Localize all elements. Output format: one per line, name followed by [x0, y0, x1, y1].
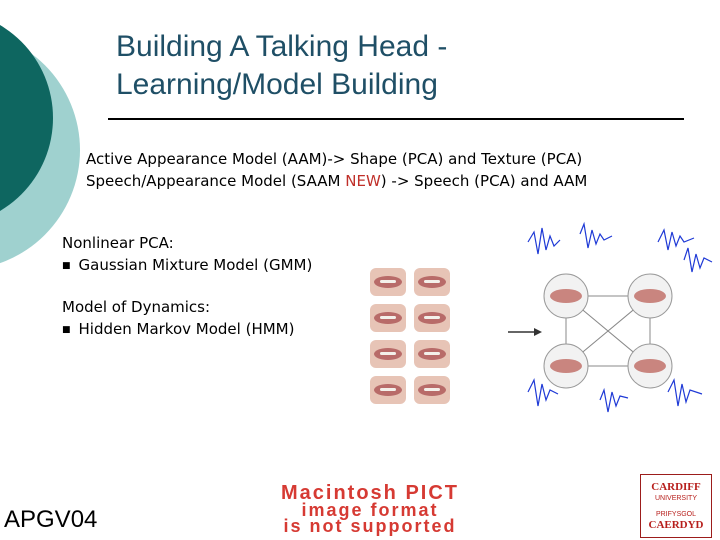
bullet-icon: ■	[62, 261, 71, 271]
mouth-image	[370, 304, 406, 332]
pict-notice-line-1: Macintosh PICT	[280, 482, 459, 504]
mouth-image-grid	[366, 266, 456, 406]
mouth-image	[370, 268, 406, 296]
saam-line: Speech/Appearance Model (SAAM NEW) -> Sp…	[86, 170, 587, 192]
aam-line: Active Appearance Model (AAM)-> Shape (P…	[86, 150, 583, 168]
mouth-image	[370, 376, 406, 404]
logo-line-1: CARDIFF	[651, 481, 701, 493]
saam-prefix: Speech/Appearance Model (SAAM	[86, 172, 346, 190]
footer-text: APGV04	[4, 506, 98, 533]
logo-line-3: PRIFYSGOL	[655, 511, 697, 518]
arrow-icon	[508, 328, 542, 336]
mouth-image	[414, 340, 450, 368]
slide-title: Building A Talking Head - Learning/Model…	[116, 28, 676, 104]
bullet-icon: ■	[62, 325, 71, 335]
title-underline	[108, 118, 684, 120]
hmm-state-3	[543, 343, 589, 389]
title-line-2: Learning/Model Building	[116, 68, 438, 101]
bullet-item-hmm: ■ Hidden Markov Model (HMM)	[62, 318, 294, 343]
pict-notice-line-3: is not supported	[283, 516, 457, 536]
new-label: NEW	[345, 172, 381, 190]
logo-line-2: UNIVERSITY	[654, 495, 697, 502]
mouth-image	[414, 268, 450, 296]
pict-notice-line-2: image format	[301, 500, 439, 520]
pict-notice: Macintosh PICT image format is not suppo…	[125, 482, 615, 536]
dark-circle	[0, 25, 53, 211]
cardiff-university-logo: CARDIFF UNIVERSITY PRIFYSGOL CAERDYD	[640, 474, 712, 538]
speech-waveforms	[527, 221, 713, 413]
mouth-image	[370, 340, 406, 368]
bullet-text-gmm: Gaussian Mixture Model (GMM)	[78, 256, 313, 274]
logo-line-4: CAERDYD	[648, 519, 704, 531]
bullet-item-gmm: ■ Gaussian Mixture Model (GMM)	[62, 254, 312, 279]
decorative-circles	[0, 25, 80, 264]
hmm-diagram	[508, 221, 713, 413]
section-heading-pca: Nonlinear PCA:	[62, 234, 174, 252]
section-heading-dynamics: Model of Dynamics:	[62, 298, 211, 316]
hmm-state-4	[627, 343, 673, 389]
saam-suffix: ) -> Speech (PCA) and AAM	[380, 172, 588, 190]
mouth-image	[414, 304, 450, 332]
mouth-image	[414, 376, 450, 404]
bullet-text-hmm: Hidden Markov Model (HMM)	[78, 320, 295, 338]
hmm-state-2	[627, 273, 673, 319]
title-line-1: Building A Talking Head -	[116, 30, 448, 63]
hmm-state-1	[543, 273, 589, 319]
